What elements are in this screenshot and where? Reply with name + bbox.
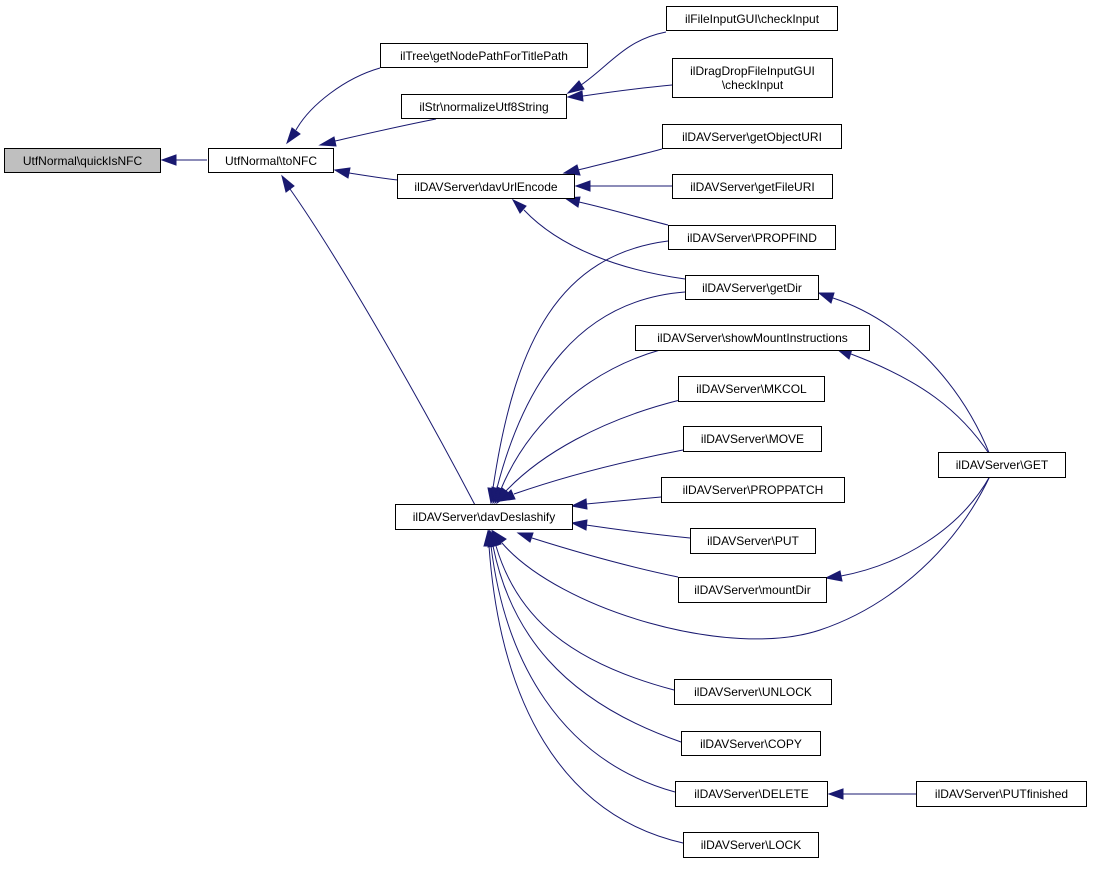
edge-propfind-davUrlEncode <box>563 196 669 226</box>
node-ildavserver-davurlencode[interactable]: ilDAVServer\davUrlEncode <box>397 174 575 199</box>
node-ildavserver-delete[interactable]: ilDAVServer\DELETE <box>675 781 828 807</box>
edge-lock-davDeslashify <box>483 529 684 844</box>
node-iltree-getnodepathfortitlepath[interactable]: ilTree\getNodePathForTitlePath <box>380 43 588 68</box>
node-ildavserver-putfinished[interactable]: ilDAVServer\PUTfinished <box>916 781 1087 807</box>
node-ildavserver-mkcol[interactable]: ilDAVServer\MKCOL <box>678 376 825 402</box>
edge-propfind-davDeslashify <box>487 240 669 505</box>
node-ilstr-normalizeutf8string[interactable]: ilStr\normalizeUtf8String <box>401 94 567 119</box>
edge-mountDir-davDeslashify <box>516 532 679 578</box>
edge-get-mountDir <box>824 475 991 582</box>
edge-put-davDeslashify <box>570 519 691 539</box>
edge-getNodePath-toNFC <box>286 67 381 145</box>
edge-davDeslashify-toNFC <box>281 174 476 506</box>
edge-fileInputCheck-normalizeUtf8 <box>566 31 667 94</box>
node-ildavserver-mountdir[interactable]: ilDAVServer\mountDir <box>678 577 827 603</box>
edge-move-davDeslashify <box>498 449 684 502</box>
node-ildavserver-propfind[interactable]: ilDAVServer\PROPFIND <box>668 225 836 250</box>
node-utfnormal-quickisnfc: UtfNormal\quickIsNFC <box>4 148 161 173</box>
node-ilfileinputgui-checkinput[interactable]: ilFileInputGUI\checkInput <box>666 6 838 31</box>
node-ildavserver-getobjecturi[interactable]: ilDAVServer\getObjectURI <box>662 124 842 149</box>
edge-normalizeUtf8-toNFC <box>318 118 437 147</box>
node-ildavserver-copy[interactable]: ilDAVServer\COPY <box>681 731 821 756</box>
node-ildavserver-showmountinstructions[interactable]: ilDAVServer\showMountInstructions <box>635 325 870 351</box>
node-ildavserver-davdeslashify[interactable]: ilDAVServer\davDeslashify <box>395 504 573 530</box>
edge-getDir-davUrlEncode <box>511 198 686 280</box>
node-ildavserver-proppatch[interactable]: ilDAVServer\PROPPATCH <box>661 477 845 503</box>
node-ildragdropfileinputgui-checkinput[interactable]: ilDragDropFileInputGUI \checkInput <box>672 58 833 98</box>
edge-mkcol-davDeslashify <box>496 399 681 505</box>
edge-getObjectURI-davUrlEncode <box>562 148 663 176</box>
edge-get-showMount <box>835 348 991 456</box>
edge-dragDropCheck-normalizeUtf8 <box>566 84 673 102</box>
node-ildavserver-move[interactable]: ilDAVServer\MOVE <box>683 426 822 452</box>
edge-copy-davDeslashify <box>487 529 682 743</box>
node-ildavserver-getfileuri[interactable]: ilDAVServer\getFileURI <box>672 174 833 199</box>
node-ildavserver-getdir[interactable]: ilDAVServer\getDir <box>685 275 819 300</box>
node-utfnormal-tonfc[interactable]: UtfNormal\toNFC <box>208 148 334 173</box>
edge-davUrlEncode-toNFC <box>333 167 399 181</box>
edge-putFinished-delete <box>827 788 916 800</box>
node-ildavserver-unlock[interactable]: ilDAVServer\UNLOCK <box>674 679 832 705</box>
edge-toNFC-quickIsNFC <box>160 154 207 166</box>
node-ildavserver-lock[interactable]: ilDAVServer\LOCK <box>683 832 819 858</box>
edge-proppatch-davDeslashify <box>570 496 662 510</box>
edge-unlock-davDeslashify <box>490 529 675 691</box>
node-ildavserver-get[interactable]: ilDAVServer\GET <box>938 452 1066 478</box>
edge-getFileURI-davUrlEncode <box>574 180 672 192</box>
edge-get-getDir <box>817 292 991 456</box>
node-ildavserver-put[interactable]: ilDAVServer\PUT <box>690 528 816 554</box>
